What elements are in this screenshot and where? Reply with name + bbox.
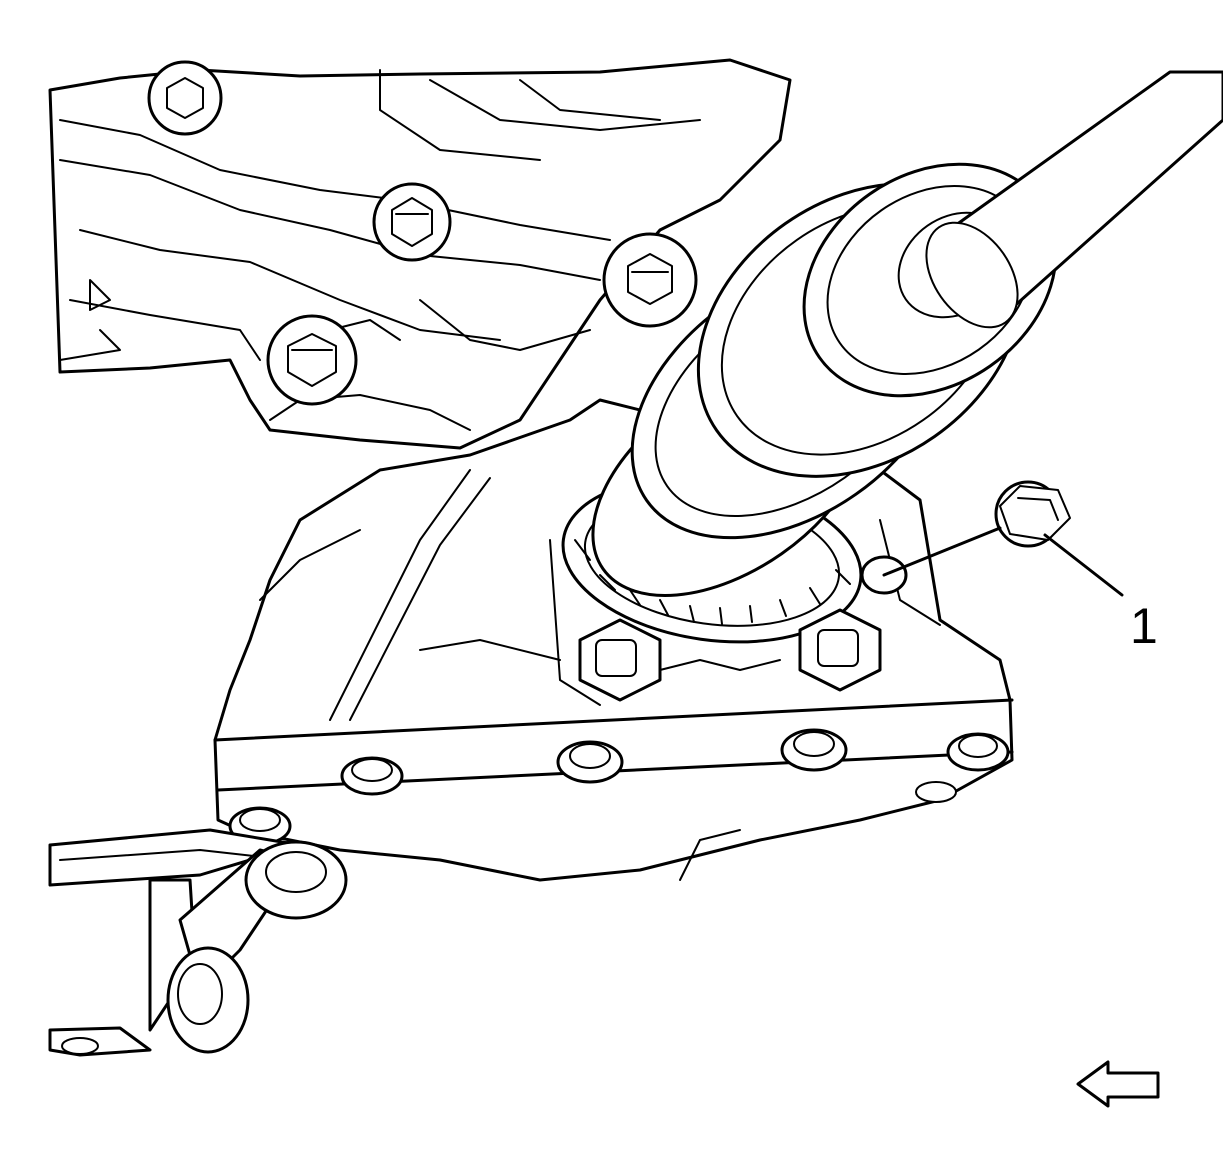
housing-bolts [147, 60, 698, 406]
lower-mount-arm [48, 828, 348, 1057]
arrow-left-icon [1076, 1060, 1160, 1108]
hex-bolt-icon [372, 182, 452, 262]
sensor-mounts [578, 608, 882, 702]
hex-bolt-icon [946, 732, 1010, 772]
hex-bolt-icon [915, 781, 957, 803]
removed-bolt [860, 480, 1071, 595]
hex-bolt-icon [994, 480, 1071, 548]
hex-bolt-icon [266, 314, 358, 406]
hex-bolt-icon [780, 728, 848, 772]
axle-shaft [925, 70, 1223, 329]
hex-bolt-icon [602, 232, 698, 328]
hex-bolt-icon [147, 60, 223, 136]
callout-label: 1 [1130, 598, 1158, 654]
hex-bolt-icon [340, 756, 404, 796]
hex-bolt-icon [556, 740, 624, 784]
callout-1: 1 [1043, 533, 1158, 654]
